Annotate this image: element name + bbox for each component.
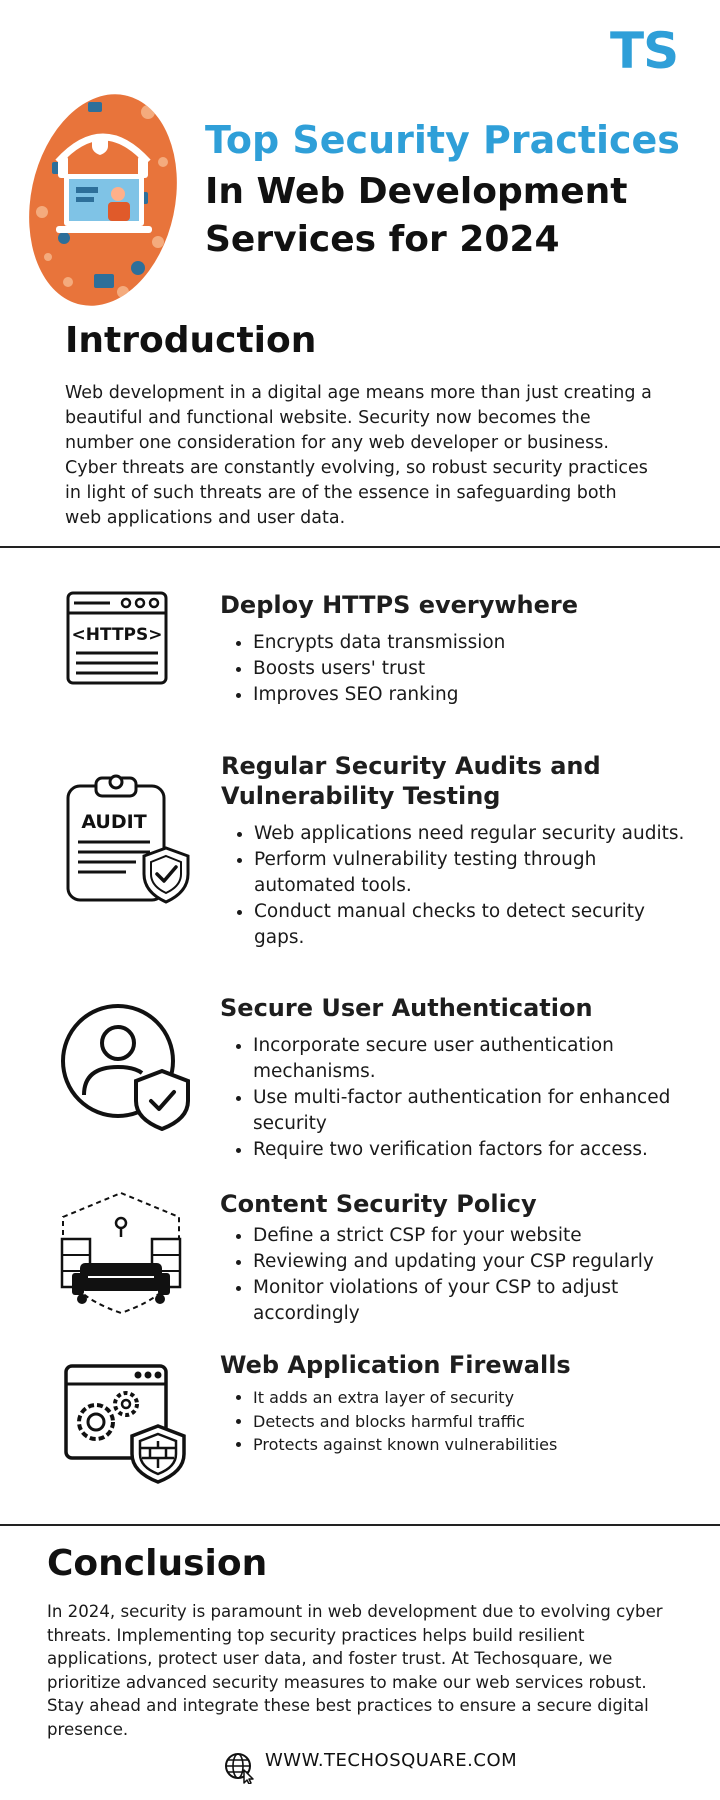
conclusion-paragraph: In 2024, security is paramount in web de… [47,1602,663,1739]
section-heading: Secure User Authentication [220,994,593,1022]
gear-firewall-icon [64,1364,186,1484]
bullet-list: It adds an extra layer of security Detec… [220,1386,700,1457]
intro-paragraph: Web development in a digital age means m… [65,383,652,528]
section-heading: Content Security Policy [220,1190,537,1218]
list-item: Web applications need regular security a… [254,821,691,847]
list-item: Perform vulnerability testing through au… [254,847,691,899]
conclusion-heading: Conclusion [47,1543,268,1584]
section-heading-line-2: Vulnerability Testing [221,782,501,810]
list-item: Incorporate secure user authentication m… [253,1033,695,1085]
section-audits: Regular Security Audits and Vulnerabilit… [221,751,691,951]
bullet-list: Incorporate secure user authentication m… [220,1033,695,1163]
audit-icon-label: AUDIT [81,811,146,833]
list-item: Encrypts data transmission [253,630,690,656]
website-link[interactable]: WWW.TECHOSQUARE.COM [265,1750,518,1771]
divider [0,546,720,548]
divider [0,1524,720,1526]
https-browser-icon: <HTTPS> [66,591,168,685]
list-item: Define a strict CSP for your website [253,1223,710,1249]
section-firewalls: Web Application Firewalls It adds an ext… [220,1350,700,1457]
section-heading: Regular Security Audits and Vulnerabilit… [221,751,691,811]
page-title: In Web Development Services for 2024 [205,168,628,264]
section-csp: Content Security Policy Define a strict … [220,1189,710,1327]
audit-clipboard-icon: AUDIT [66,774,190,904]
bullet-list: Define a strict CSP for your website Rev… [220,1223,710,1327]
security-illustration-icon [28,92,178,308]
section-heading-line-1: Regular Security Audits and [221,752,601,780]
section-heading: Deploy HTTPS everywhere [220,591,579,619]
globe-cursor-icon [225,1753,254,1784]
list-item: It adds an extra layer of security [253,1386,700,1410]
section-heading: Web Application Firewalls [220,1351,571,1379]
page-title-line-3: Services for 2024 [205,219,560,260]
user-shield-icon [61,1004,190,1131]
page-title-highlight: Top Security Practices [205,118,680,162]
https-icon-label: <HTTPS> [71,625,162,645]
intro-heading: Introduction [65,320,317,361]
section-authentication: Secure User Authentication Incorporate s… [220,993,695,1163]
list-item: Improves SEO ranking [253,682,690,708]
list-item: Monitor violations of your CSP to adjust… [253,1275,710,1327]
list-item: Boosts users' trust [253,656,690,682]
list-item: Use multi-factor authentication for enha… [253,1085,695,1137]
list-item: Conduct manual checks to detect security… [254,899,691,951]
list-item: Require two verification factors for acc… [253,1137,695,1163]
list-item: Protects against known vulnerabilities [253,1433,700,1457]
bullet-list: Encrypts data transmission Boosts users'… [220,630,690,708]
list-item: Reviewing and updating your CSP regularl… [253,1249,710,1275]
page-title-line-2: In Web Development [205,171,628,212]
brand-logo: TS [610,22,679,80]
bullet-list: Web applications need regular security a… [221,821,691,951]
section-https: Deploy HTTPS everywhere Encrypts data tr… [220,590,690,708]
list-item: Detects and blocks harmful traffic [253,1410,700,1434]
lock-vault-icon [60,1191,182,1315]
